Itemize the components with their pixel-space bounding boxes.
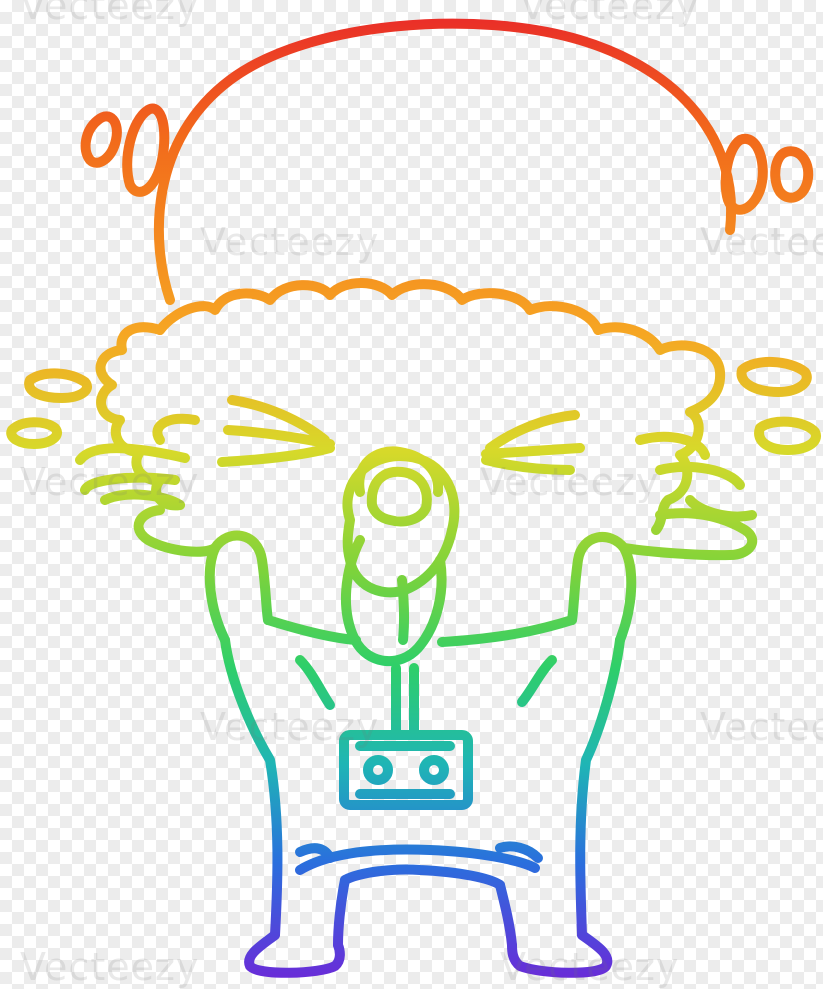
left-hand xyxy=(133,505,220,557)
hair-strand-left-3 xyxy=(80,472,180,495)
tear-left-2 xyxy=(6,417,62,449)
left-foot xyxy=(244,930,345,978)
left-headphone-cup xyxy=(80,111,122,168)
tear-right-2 xyxy=(754,416,821,455)
tongue xyxy=(341,535,447,667)
hair-strand-right-1 xyxy=(635,431,710,460)
pants-crotch xyxy=(340,864,505,890)
right-hand-finger xyxy=(685,495,757,522)
pants-right-leg xyxy=(495,880,517,950)
right-eye-middle xyxy=(481,443,585,459)
tongue-line xyxy=(397,575,410,645)
right-foot xyxy=(507,930,613,978)
waist-right-tick xyxy=(495,841,543,863)
hair-strand-right-2 xyxy=(655,461,745,490)
left-hand-finger xyxy=(100,489,185,510)
left-eye-lower xyxy=(217,443,335,467)
left-eye-upper xyxy=(227,395,330,445)
shirt-collar-left xyxy=(263,615,361,645)
shirt-left-fold xyxy=(295,655,335,710)
shirt-right-side xyxy=(575,635,625,940)
right-hand xyxy=(619,508,758,561)
mouth-inner xyxy=(366,466,432,527)
tear-left-1 xyxy=(24,368,92,403)
pendant-left-reel xyxy=(363,755,393,785)
right-eye-upper xyxy=(485,410,580,453)
pants-left-leg xyxy=(333,875,350,950)
left-eye-middle xyxy=(223,425,335,449)
waist-left-tick xyxy=(295,843,335,863)
hair-strand-left-1 xyxy=(152,413,200,445)
tear-right-1 xyxy=(736,356,812,397)
shirt-left-side xyxy=(220,635,283,940)
hair-strand-left-2 xyxy=(75,443,190,465)
headphone-band xyxy=(153,18,737,305)
pendant-box xyxy=(339,730,473,810)
right-arm xyxy=(567,532,637,645)
right-headphone-cup xyxy=(770,146,814,203)
left-arm xyxy=(204,530,273,645)
shirt-collar-right xyxy=(437,615,577,647)
right-headphone-ring xyxy=(720,133,768,215)
right-eye-lower xyxy=(481,455,575,475)
left-headphone-ring xyxy=(122,103,170,197)
shirt-right-fold xyxy=(517,655,557,707)
pendant-right-reel xyxy=(419,755,449,785)
